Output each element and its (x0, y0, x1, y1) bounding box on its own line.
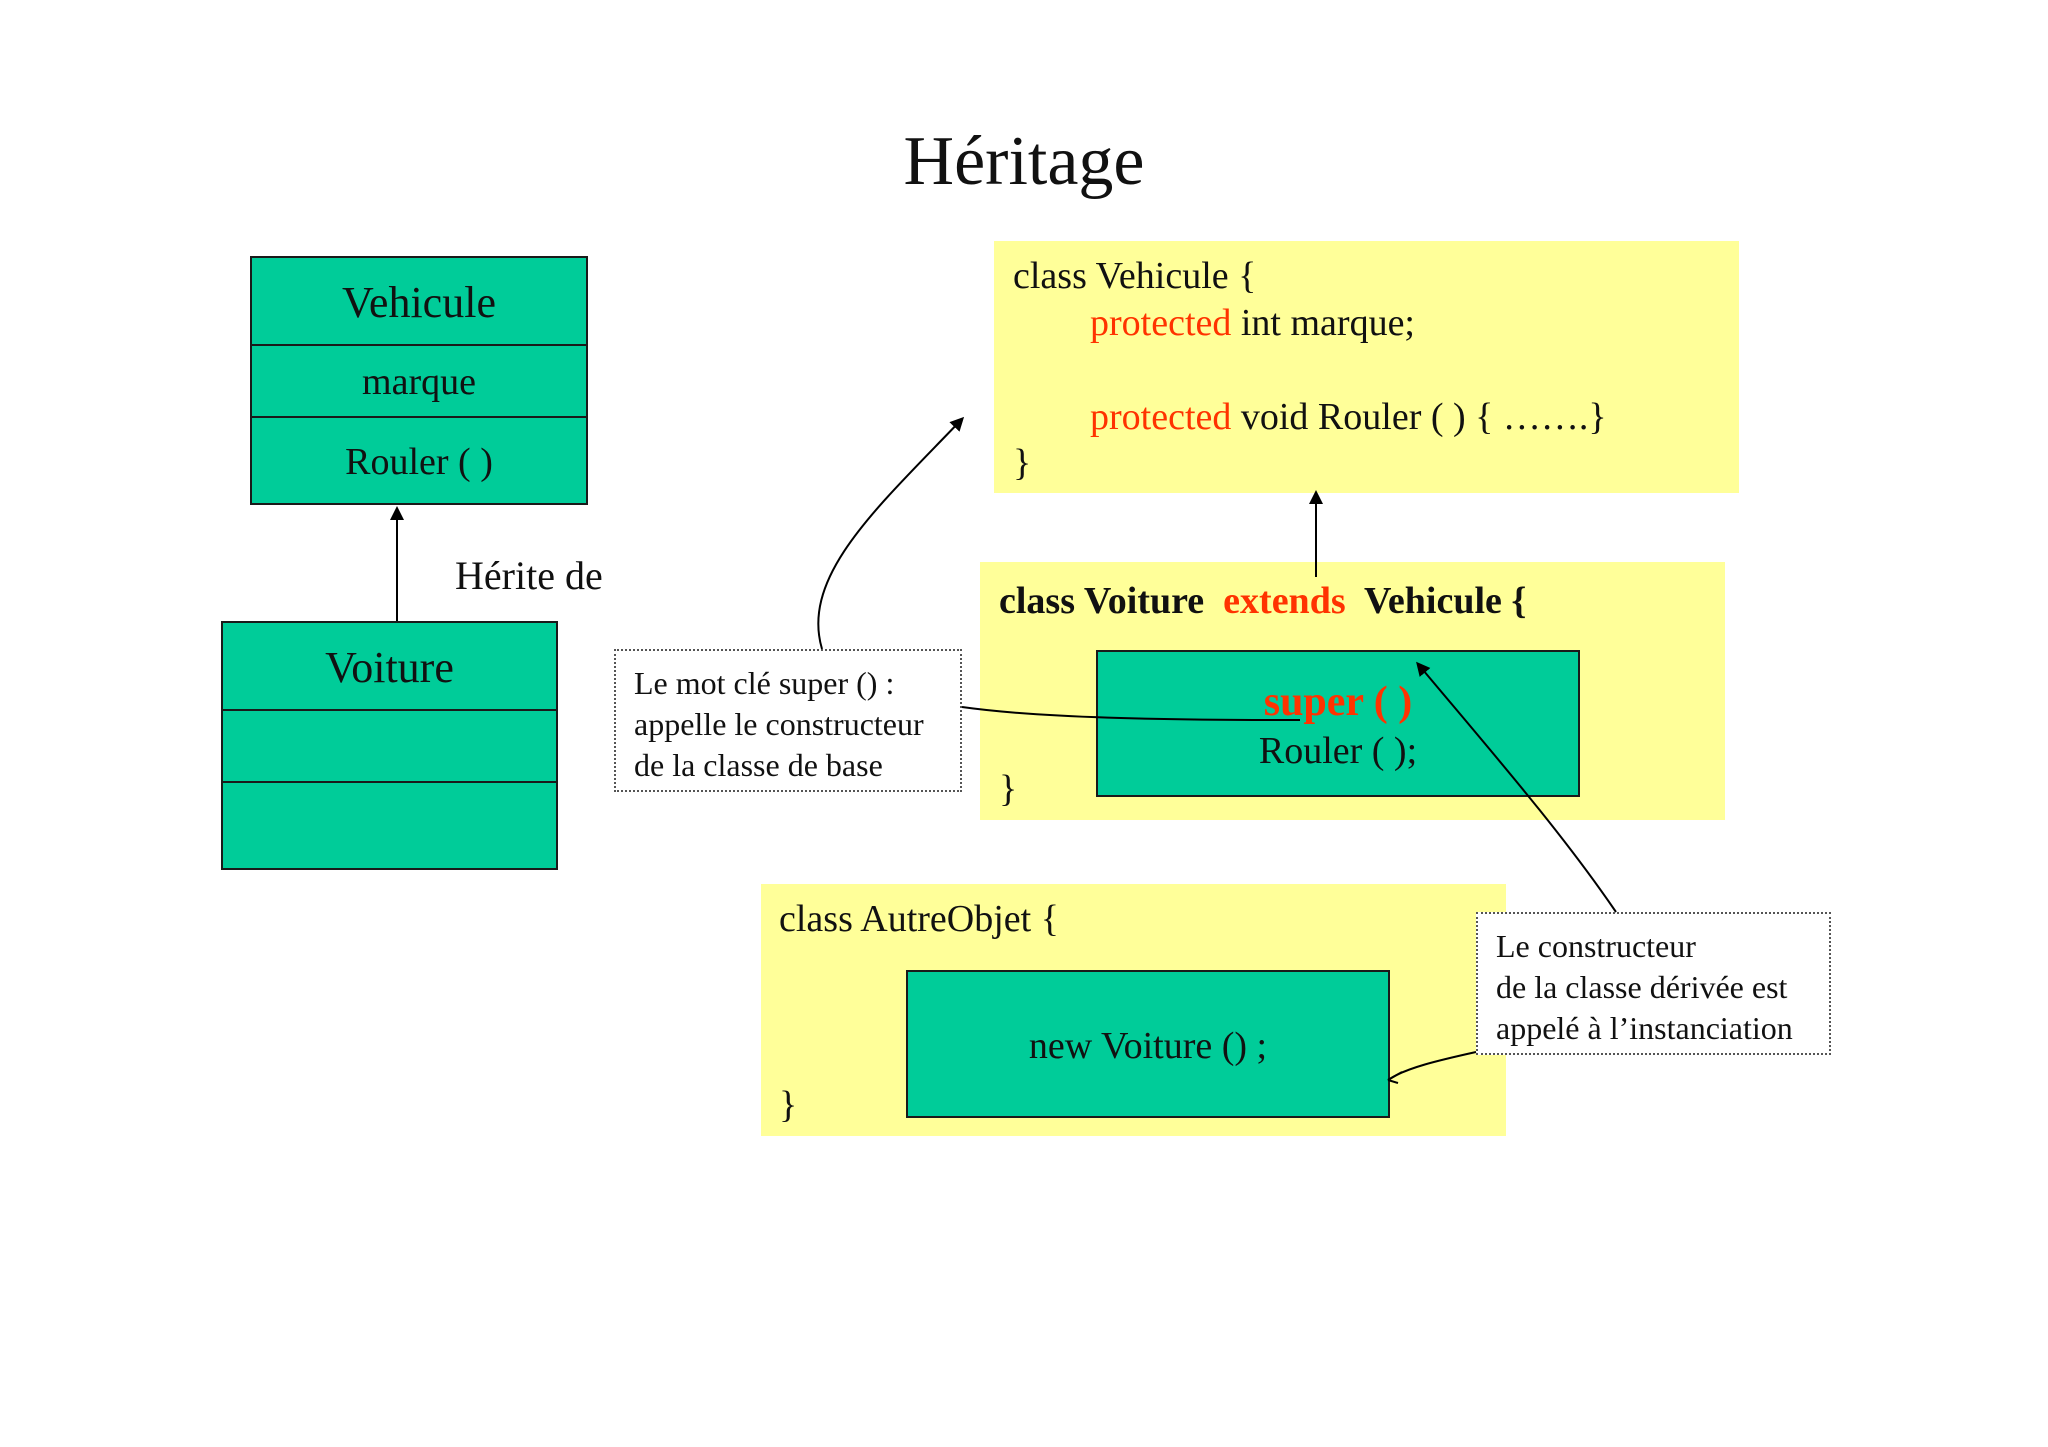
code-line: class AutreObjet { (779, 898, 1059, 940)
page-title: Héritage (903, 123, 1145, 200)
code-fragment: class Voiture (999, 580, 1224, 622)
callout-line: de la classe dérivée est (1496, 969, 1788, 1005)
uml-method (223, 783, 556, 870)
constructor-body-box: super ( ) Rouler ( ); (1096, 650, 1580, 797)
code-line: class Vehicule { (1013, 255, 1257, 297)
code-fragment: void Rouler ( ) { …….} (1231, 396, 1607, 438)
uml-method: Rouler ( ) (345, 440, 493, 483)
callout-super: Le mot clé super () : appelle le constru… (614, 649, 962, 792)
callout-line: Le constructeur (1496, 928, 1696, 964)
uml-class-vehicule: Vehicule marque Rouler ( ) (250, 256, 588, 505)
uml-class-name: Vehicule (342, 277, 496, 327)
uml-class-voiture: Voiture (221, 621, 558, 870)
code-fragment: Vehicule { (1345, 580, 1527, 622)
callout-line: appelle le constructeur (634, 706, 924, 742)
super-to-vehicule-arrow (817, 416, 965, 650)
super-call-text: super ( ) (1263, 679, 1413, 725)
keyword-extends: extends (1223, 580, 1346, 622)
uml-class-name: Voiture (325, 642, 454, 692)
code-line: protected int marque; (1090, 300, 1415, 346)
instantiation-box: new Voiture () ; (906, 970, 1390, 1118)
uml-attribute: marque (362, 361, 476, 403)
code-line: protected void Rouler ( ) { …….} (1090, 394, 1607, 440)
code-panel-vehicule: class Vehicule { protected int marque; p… (994, 241, 1739, 493)
uml-attribute (223, 711, 556, 783)
callout-line: Le mot clé super () : (634, 665, 895, 701)
code-brace: } (779, 1084, 798, 1126)
inheritance-label: Hérite de (455, 553, 603, 598)
code-brace: } (999, 768, 1018, 810)
new-voiture-call: new Voiture () ; (1028, 1025, 1268, 1067)
keyword-protected: protected (1090, 396, 1232, 438)
callout-line: appelé à l’instanciation (1496, 1010, 1793, 1046)
code-brace: } (1013, 442, 1032, 484)
callout-constructeur: Le constructeur de la classe dérivée est… (1476, 912, 1831, 1055)
code-fragment: int marque; (1231, 302, 1415, 344)
rouler-call: Rouler ( ); (1258, 730, 1418, 772)
code-line: class Voiture extends Vehicule { (999, 578, 1526, 624)
super-call: super ( ) (1098, 678, 1578, 726)
keyword-protected: protected (1090, 302, 1232, 344)
callout-line: de la classe de base (634, 747, 883, 783)
